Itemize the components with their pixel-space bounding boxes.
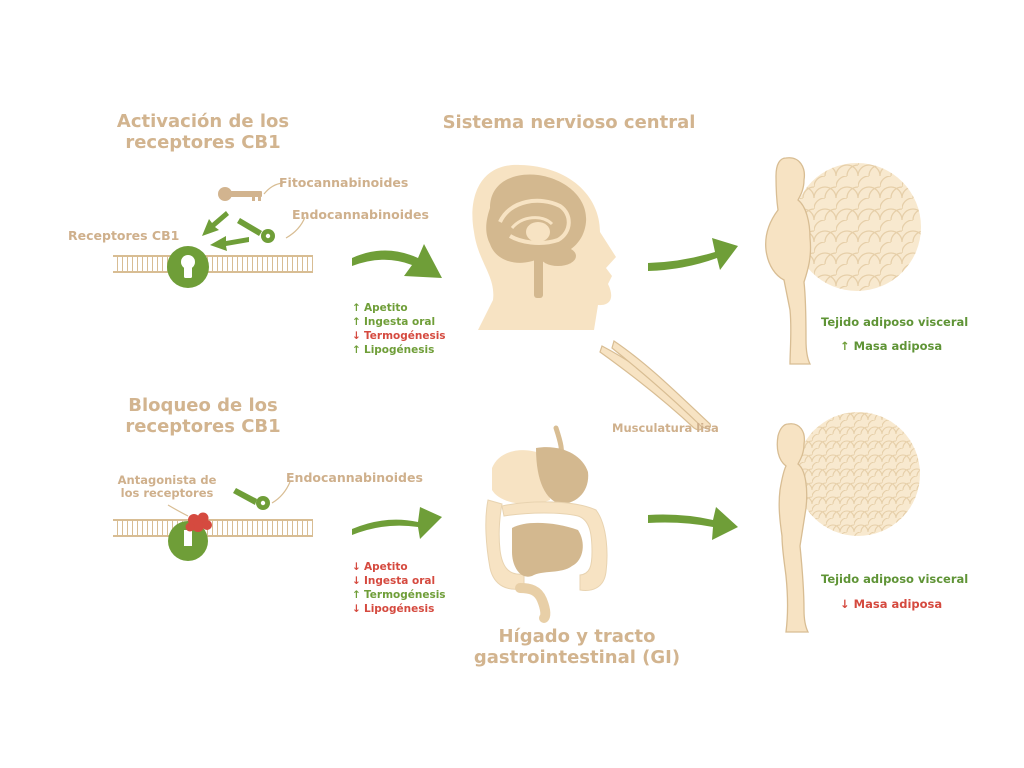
mass-label-bottom: Masa adiposa [853, 597, 943, 611]
blockade-title-line2: receptores CB1 [125, 415, 281, 437]
arrow-up-icon: ↑ [352, 344, 361, 356]
arrow-up-icon: ↑ [352, 302, 361, 314]
gi-tract-icon [485, 425, 608, 623]
blockade-effect-thermogenesis: ↑Termogénesis [352, 588, 446, 602]
arrow-to-brain-icon [352, 244, 442, 278]
antagonist-label: Antagonista de los receptores [108, 473, 226, 501]
antagonist-leader-line [167, 504, 189, 517]
arrow-down-icon: ↓ [352, 575, 361, 587]
blockade-effect-lipogenesis: ↓Lipogénesis [352, 602, 446, 616]
endo-leader-line [285, 216, 306, 239]
arrow-down-icon: ↓ [352, 330, 361, 342]
endo-bottom-leader-line [271, 481, 291, 504]
antagonist-label-line2: los receptores [120, 486, 214, 501]
membrane-top [113, 255, 313, 273]
phytocannabinoid-label: Fitocannabinoides [279, 175, 409, 190]
endocannabinoid-label: Endocannabinoides [292, 207, 429, 222]
antagonist-label-line1: Antagonista de [117, 473, 217, 487]
receptor-label: Receptores CB1 [68, 228, 180, 243]
endocannabinoid-key-bottom-icon [233, 488, 270, 510]
blockade-title-line1: Bloqueo de los [128, 395, 278, 416]
effect-text: Lipogénesis [364, 603, 435, 615]
tissue-circle-bottom-icon [796, 412, 920, 536]
cns-title: Sistema nervioso central [442, 112, 696, 133]
phytocannabinoid-key-icon [218, 187, 262, 201]
blockade-effect-intake: ↓Ingesta oral [352, 574, 446, 588]
antagonist-blob-icon [185, 512, 212, 532]
head-brain-icon [472, 164, 616, 330]
membrane-bottom [113, 519, 313, 537]
effect-text: Termogénesis [364, 330, 446, 342]
mass-result-bottom: ↓ Masa adiposa [840, 597, 942, 611]
arrow-down-icon: ↓ [352, 561, 361, 573]
arrow-to-gi-icon [352, 507, 442, 539]
tissue-circle-top-icon [793, 163, 921, 291]
tissue-label-top: Tejido adiposo visceral [821, 315, 969, 329]
endocannabinoid-key-icon [237, 218, 275, 243]
arrow-up-icon: ↑ [352, 316, 361, 328]
arrow-up-icon: ↑ [352, 589, 361, 601]
gi-title-line2: gastrointestinal (GI) [473, 646, 681, 668]
effect-text: Ingesta oral [364, 316, 436, 328]
activation-title-line2: receptores CB1 [125, 131, 281, 153]
body-obese-icon [765, 157, 812, 365]
effect-text: Ingesta oral [364, 575, 436, 587]
activation-effect-lipogenesis: ↑Lipogénesis [352, 343, 446, 357]
activation-title: Activación de los receptores CB1 [98, 111, 308, 153]
activation-effect-thermogenesis: ↓Termogénesis [352, 329, 446, 343]
activation-effect-intake: ↑Ingesta oral [352, 315, 446, 329]
smooth-muscle-icon [599, 340, 712, 431]
activation-title-line1: Activación de los [116, 111, 290, 132]
binding-arrows-icon [202, 211, 249, 251]
body-lean-icon [776, 423, 810, 633]
effect-text: Termogénesis [364, 589, 446, 601]
endocannabinoid-bottom-label: Endocannabinoides [286, 470, 423, 485]
blockade-effects-list: ↓Apetito ↓Ingesta oral ↑Termogénesis ↓Li… [352, 560, 446, 616]
activation-effects-list: ↑Apetito ↑Ingesta oral ↓Termogénesis ↑Li… [352, 301, 446, 357]
mass-label-top: Masa adiposa [853, 339, 943, 353]
gi-title: Hígado y tracto gastrointestinal (GI) [452, 626, 702, 668]
tissue-label-bottom: Tejido adiposo visceral [821, 572, 969, 586]
effect-text: Lipogénesis [364, 344, 435, 356]
mass-result-top: ↑ Masa adiposa [840, 339, 942, 353]
cb1-receptor-keyhole-icon [167, 246, 209, 288]
activation-effect-appetite: ↑Apetito [352, 301, 446, 315]
phyto-leader-line [263, 182, 284, 195]
blockade-title: Bloqueo de los receptores CB1 [98, 395, 308, 437]
arrow-down-icon: ↓ [840, 597, 850, 611]
blockade-effect-appetite: ↓Apetito [352, 560, 446, 574]
arrow-to-body-bottom-icon [648, 507, 738, 540]
effect-text: Apetito [364, 302, 408, 314]
effect-text: Apetito [364, 561, 408, 573]
arrow-down-icon: ↓ [352, 603, 361, 615]
arrow-to-body-top-icon [648, 238, 738, 271]
arrow-up-icon: ↑ [840, 339, 850, 353]
smooth-muscle-label: Musculatura lisa [612, 421, 719, 435]
gi-title-line1: Hígado y tracto [498, 626, 656, 647]
